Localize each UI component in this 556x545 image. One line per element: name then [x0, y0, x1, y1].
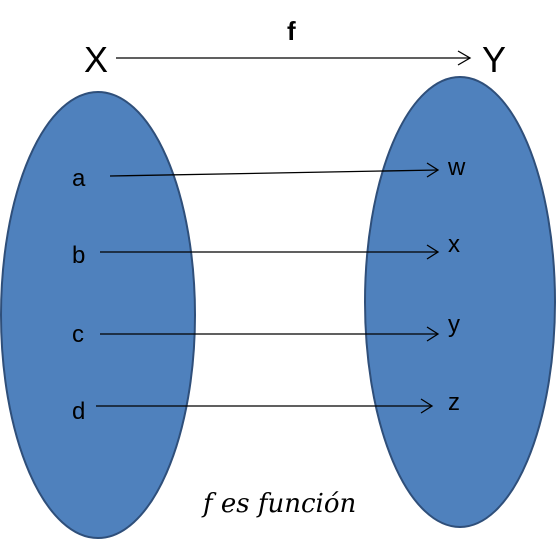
- set-x-ellipse: [0, 91, 196, 539]
- domain-element-d: d: [72, 398, 85, 425]
- domain-element-c: c: [72, 321, 84, 348]
- codomain-element-z: z: [448, 389, 460, 416]
- codomain-element-y: y: [448, 311, 460, 338]
- function-label: f: [287, 16, 296, 46]
- mapping-arrow-d-z: [96, 398, 434, 414]
- set-x-label: X: [84, 39, 108, 80]
- codomain-element-x: x: [448, 231, 460, 258]
- domain-element-a: a: [72, 165, 86, 192]
- mapping-arrow-b-x: [100, 244, 440, 260]
- mapping-arrow-a-w: [109, 162, 440, 178]
- caption: f es función: [201, 489, 356, 519]
- set-y-ellipse: [364, 76, 556, 528]
- set-y-label: Y: [482, 39, 506, 80]
- mapping-arrow-c-y: [100, 326, 440, 342]
- function-arrow: [116, 50, 472, 66]
- codomain-element-w: w: [447, 154, 466, 181]
- domain-element-b: b: [72, 242, 85, 269]
